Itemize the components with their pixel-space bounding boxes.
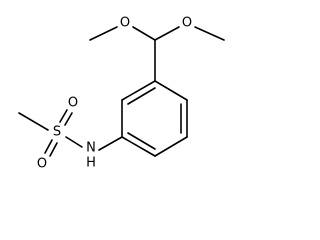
- ring-bond-top-left: [121, 80, 156, 101]
- ring-bond-top-left-inner: [127, 87, 156, 105]
- structure-diagram: O O S O O N H: [18, 16, 225, 172]
- bond-s-methyl: [18, 112, 49, 131]
- bond-s-o-top-a: [59, 109, 68, 123]
- bond-s-o-bottom-a: [44, 139, 53, 154]
- bond-o-right-methyl: [194, 26, 225, 41]
- structure-svg: O O S O O N H: [18, 16, 225, 172]
- atom-nitrogen: N: [86, 141, 96, 156]
- atom-oxygen-right: O: [182, 16, 192, 31]
- atom-hydrogen: H: [86, 156, 96, 171]
- ring-bond-bottom-left-inner: [127, 132, 156, 150]
- atom-oxygen-bottom: O: [37, 157, 47, 172]
- bond-n-s: [65, 136, 83, 148]
- atom-sulfur: S: [53, 125, 61, 140]
- ring-bond-bottom-right: [154, 136, 188, 157]
- bond-o-left-ch: [132, 26, 156, 41]
- atom-oxygen-top: O: [68, 96, 78, 111]
- bond-ring-n: [98, 136, 123, 151]
- ring-bond-bottom-left: [121, 136, 156, 157]
- bond-methyl-o-left: [89, 26, 118, 41]
- bond-s-o-top-b: [64, 112, 73, 126]
- bond-ch-o-right: [154, 26, 180, 41]
- ring-bond-top-right: [154, 80, 188, 101]
- bond-s-o-bottom-b: [49, 142, 58, 157]
- atom-oxygen-left: O: [120, 16, 130, 31]
